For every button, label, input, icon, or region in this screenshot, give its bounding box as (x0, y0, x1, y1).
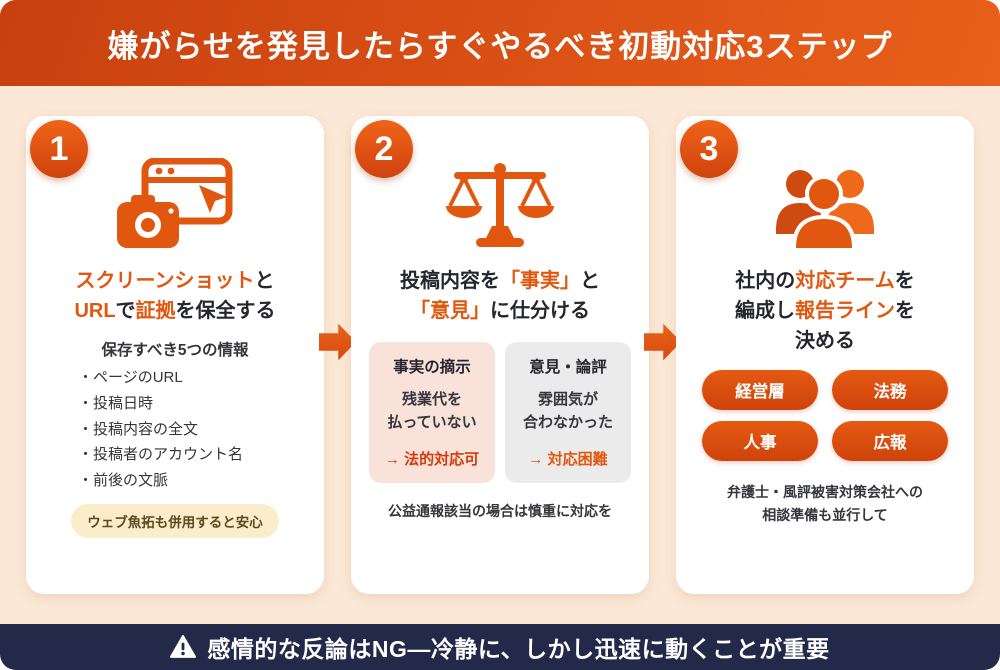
opinion-box: 意見・論評 雰囲気が 合わなかった → 対応困難 (505, 342, 631, 483)
opinion-example: 雰囲気が 合わなかった (522, 391, 613, 431)
header-banner: 嫌がらせを発見したらすぐやるべき初動対応3ステップ (0, 0, 1000, 86)
step-card-3: 3 社内の対応チームを 編成し報告ラインを 決める 経営層 法務 (676, 116, 974, 594)
team-pill-legal: 法務 (832, 370, 948, 410)
step-3-note: 弁護士・風評被害対策会社への 相談準備も並行して (727, 484, 923, 524)
step-2-number-badge: 2 (355, 120, 413, 178)
step-3-number-badge: 3 (680, 120, 738, 178)
page-title: 嫌がらせを発見したらすぐやるべき初動対応3ステップ (107, 28, 893, 64)
step-1-title: スクリーンショットと URLで証拠を保全する (74, 270, 276, 322)
evidence-checklist: ページのURL 投稿日時 投稿内容の全文 投稿者のアカウント名 前後の文脈 (44, 365, 306, 494)
team-pill-pr: 広報 (832, 421, 948, 461)
opinion-verdict: → 対応困難 (528, 451, 608, 468)
fact-box: 事実の摘示 残業代を 払っていない → 法的対応可 (369, 342, 495, 483)
team-pills-grid: 経営層 法務 人事 広報 (702, 370, 948, 461)
fact-opinion-split: 事実の摘示 残業代を 払っていない → 法的対応可 意見・論評 雰囲気が 合わな… (369, 342, 631, 483)
step-2-note: 公益通報該当の場合は慎重に対応を (388, 503, 612, 519)
screenshot-camera-icon (44, 158, 306, 254)
warning-icon (170, 635, 197, 659)
fact-verdict: → 法的対応可 (384, 451, 480, 468)
opinion-box-heading: 意見・論評 (529, 359, 607, 376)
step-1-note-pill: ウェブ魚拓も併用すると安心 (71, 503, 279, 538)
step-card-2: 2 投稿内容を「事実」と 「意見」に仕分ける (351, 116, 649, 594)
step-2-title: 投稿内容を「事実」と 「意見」に仕分ける (400, 270, 600, 322)
list-item: 投稿日時 (78, 391, 306, 417)
list-item: ページのURL (78, 365, 306, 391)
list-item: 投稿者のアカウント名 (78, 442, 306, 468)
fact-example: 残業代を 払っていない (387, 391, 477, 431)
team-pill-hr: 人事 (702, 421, 818, 461)
team-pill-management: 経営層 (702, 370, 818, 410)
step-3-title: 社内の対応チームを 編成し報告ラインを 決める (735, 270, 915, 352)
footer-text: 感情的な反論はNG―冷静に、しかし迅速に動くことが重要 (207, 636, 830, 662)
steps-row: 1 スクリーンショットと URLで証拠を保全する (0, 86, 1000, 594)
step-1-number-badge: 1 (30, 120, 88, 178)
step-card-1: 1 スクリーンショットと URLで証拠を保全する (26, 116, 324, 594)
justice-scales-icon (369, 158, 631, 254)
fact-box-heading: 事実の摘示 (393, 359, 471, 376)
arrow-slot (319, 116, 356, 594)
step-1-subtitle: 保存すべき5つの情報 (101, 342, 249, 359)
list-item: 投稿内容の全文 (78, 417, 306, 443)
list-item: 前後の文脈 (78, 468, 306, 494)
team-people-icon (694, 158, 956, 254)
arrow-slot (644, 116, 681, 594)
footer-banner: 感情的な反論はNG―冷静に、しかし迅速に動くことが重要 (0, 624, 1000, 670)
